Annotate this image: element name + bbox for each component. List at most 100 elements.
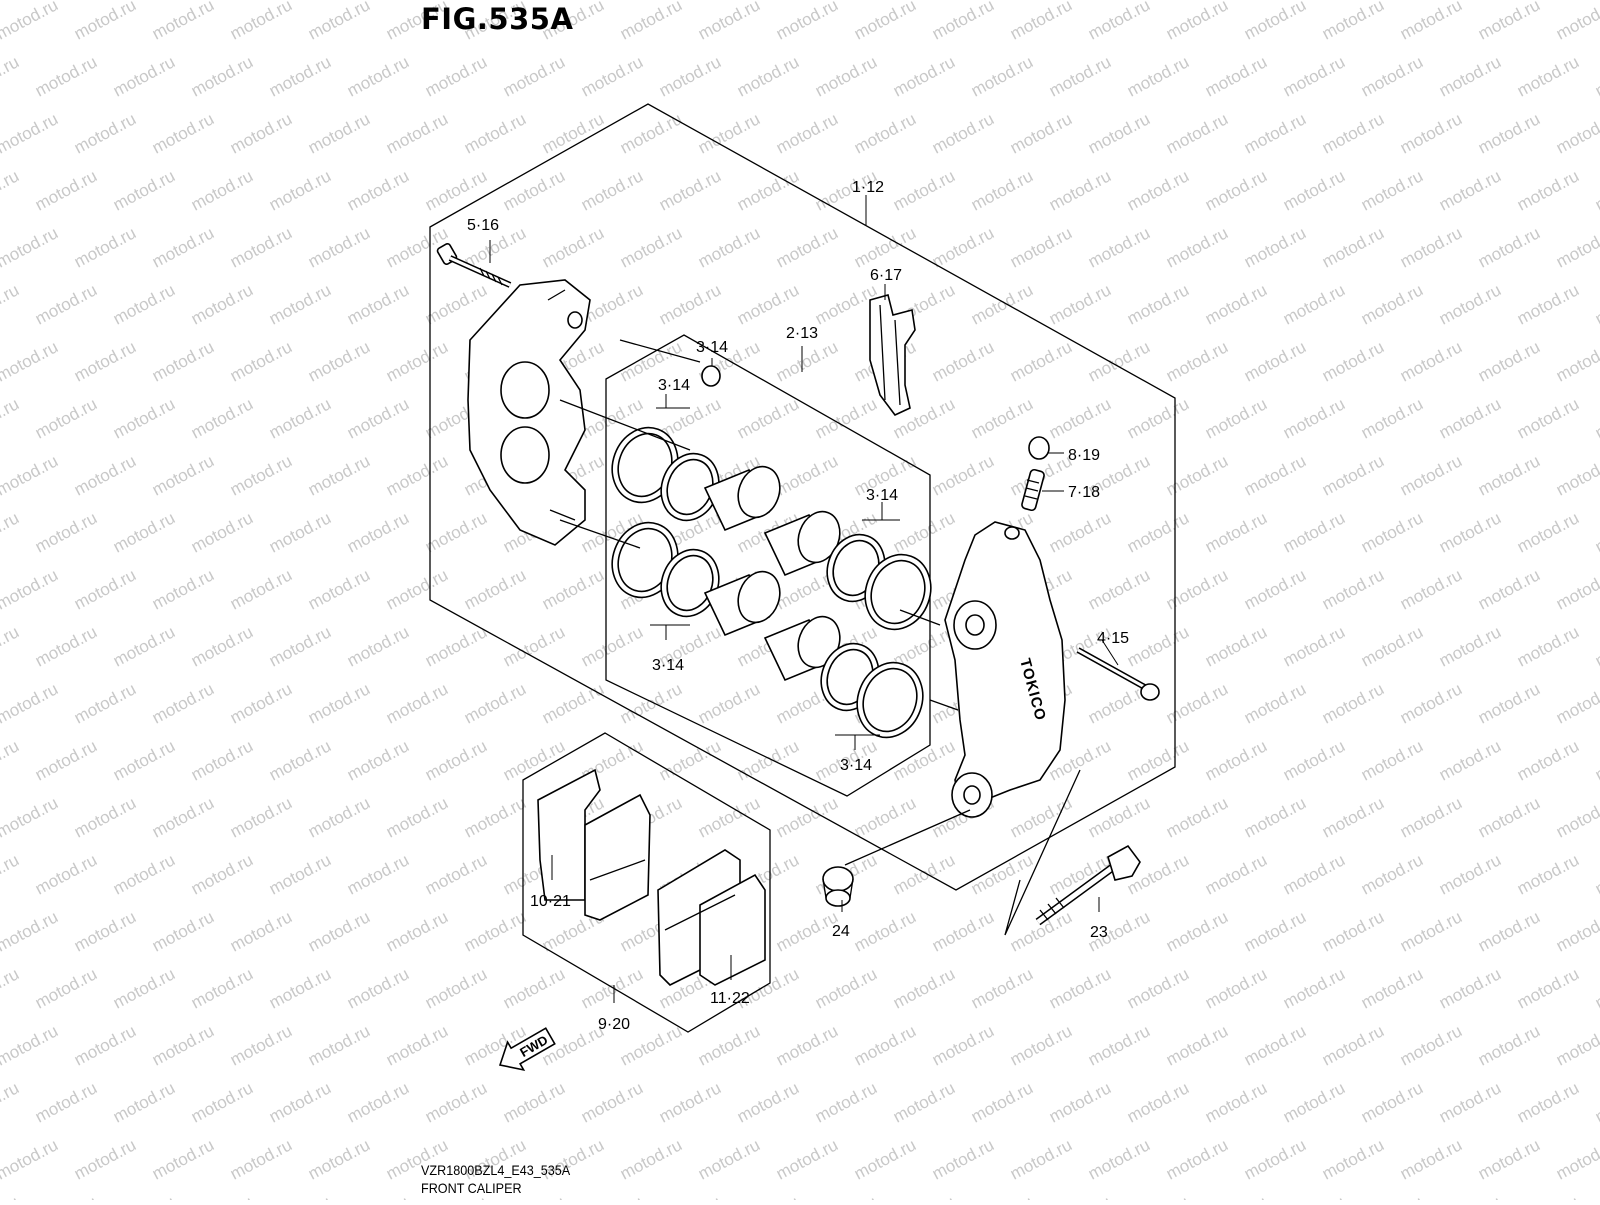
watermark-text: motod.ru	[812, 1192, 880, 1200]
watermark-text: motod.ru	[110, 394, 178, 442]
watermark-text: motod.ru	[266, 394, 334, 442]
watermark-text: motod.ru	[1514, 850, 1582, 898]
watermark-text: motod.ru	[968, 1192, 1036, 1200]
pad-set-outline	[522, 732, 771, 1033]
watermark-text: motod.ru	[1475, 679, 1543, 727]
watermark-text: motod.ru	[1085, 0, 1153, 44]
watermark-text: motod.ru	[344, 1078, 412, 1126]
watermark-text: motod.ru	[1358, 166, 1426, 214]
watermark-text: motod.ru	[1046, 508, 1114, 556]
watermark-text: motod.ru	[773, 1135, 841, 1183]
watermark-text: motod.ru	[266, 736, 334, 784]
watermark-text: motod.ru	[422, 166, 490, 214]
watermark-text: motod.ru	[110, 52, 178, 100]
watermark-text: motod.ru	[1397, 565, 1465, 613]
watermark-text: motod.ru	[1124, 280, 1192, 328]
watermark-text: motod.ru	[1124, 508, 1192, 556]
watermark-text: motod.ru	[1280, 1078, 1348, 1126]
watermark-text: motod.ru	[0, 679, 61, 727]
watermark-text: motod.ru	[1124, 166, 1192, 214]
watermark-text: motod.ru	[227, 109, 295, 157]
watermark-text: motod.ru	[0, 1021, 61, 1069]
watermark-text: motod.ru	[305, 109, 373, 157]
watermark-text: motod.ru	[71, 679, 139, 727]
watermark-text: motod.ru	[890, 508, 958, 556]
watermark-text: motod.ru	[1553, 0, 1600, 44]
watermark-text: motod.ru	[1436, 280, 1504, 328]
watermark-text: motod.ru	[617, 223, 685, 271]
watermark-text: motod.ru	[1241, 109, 1309, 157]
watermark-text: motod.ru	[0, 1192, 22, 1200]
watermark-text: motod.ru	[227, 565, 295, 613]
watermark-text: motod.ru	[71, 1135, 139, 1183]
watermark-text: motod.ru	[461, 109, 529, 157]
piston-seal-b	[864, 553, 932, 631]
watermark-text: motod.ru	[1085, 793, 1153, 841]
watermark-text: motod.ru	[500, 166, 568, 214]
watermark-text: motod.ru	[890, 850, 958, 898]
assembly-outline	[429, 103, 1176, 891]
watermark-text: motod.ru	[32, 736, 100, 784]
watermark-text: motod.ru	[422, 508, 490, 556]
watermark-text: motod.ru	[71, 451, 139, 499]
watermark-text: motod.ru	[0, 0, 61, 44]
watermark-text: motod.ru	[1592, 394, 1600, 442]
watermark-text: motod.ru	[890, 964, 958, 1012]
watermark-text: motod.ru	[1007, 907, 1075, 955]
watermark-text: motod.ru	[1280, 52, 1348, 100]
watermark-text: motod.ru	[773, 907, 841, 955]
watermark-text: motod.ru	[266, 1192, 334, 1200]
watermark-text: motod.ru	[422, 964, 490, 1012]
callout-3-14-upper-left: 3·14	[658, 377, 690, 394]
watermark-text: motod.ru	[500, 1078, 568, 1126]
watermark-text: motod.ru	[1319, 1021, 1387, 1069]
watermark-text: motod.ru	[227, 337, 295, 385]
collar	[822, 866, 854, 907]
watermark-text: motod.ru	[500, 52, 568, 100]
watermark-text: motod.ru	[1358, 850, 1426, 898]
watermark-text: motod.ru	[344, 964, 412, 1012]
watermark-text: motod.ru	[1046, 964, 1114, 1012]
watermark-text: motod.ru	[344, 52, 412, 100]
callout-10-21: 10·21	[530, 893, 571, 910]
watermark-text: motod.ru	[1358, 508, 1426, 556]
watermark-text: motod.ru	[0, 166, 22, 214]
watermark-text: motod.ru	[1436, 166, 1504, 214]
brake-pad-left	[537, 768, 651, 921]
watermark-text: motod.ru	[1280, 622, 1348, 670]
watermark-text: motod.ru	[1202, 850, 1270, 898]
watermark-text: motod.ru	[305, 565, 373, 613]
watermark-text: motod.ru	[539, 223, 607, 271]
watermark-text: motod.ru	[0, 337, 61, 385]
watermark-text: motod.ru	[851, 1021, 919, 1069]
watermark-text: motod.ru	[188, 166, 256, 214]
watermark-text: motod.ru	[266, 280, 334, 328]
pistons-and-seals	[611, 426, 932, 739]
watermark-text: motod.ru	[1436, 850, 1504, 898]
watermark-text: motod.ru	[1241, 793, 1309, 841]
watermark-text: motod.ru	[149, 451, 217, 499]
watermark-text: motod.ru	[1436, 394, 1504, 442]
caliper-right-half: TOKICO	[944, 521, 1066, 818]
watermark-text: motod.ru	[1163, 337, 1231, 385]
watermark-text: motod.ru	[1319, 109, 1387, 157]
callout-7-18: 7·18	[1068, 484, 1100, 501]
callout-2-13: 2·13	[786, 325, 818, 342]
watermark-text: motod.ru	[1241, 907, 1309, 955]
watermark-text: motod.ru	[0, 850, 22, 898]
watermark-text: motod.ru	[1124, 1192, 1192, 1200]
watermark-text: motod.ru	[656, 166, 724, 214]
watermark-text: motod.ru	[149, 679, 217, 727]
watermark-text: motod.ru	[1553, 109, 1600, 157]
watermark-text: motod.ru	[1202, 166, 1270, 214]
watermark-text: motod.ru	[188, 280, 256, 328]
watermark-text: motod.ru	[1592, 52, 1600, 100]
watermark-text: motod.ru	[929, 451, 997, 499]
watermark-text: motod.ru	[344, 1192, 412, 1200]
small-seal	[701, 365, 721, 387]
watermark-text: motod.ru	[1163, 451, 1231, 499]
watermark-text: motod.ru	[1202, 622, 1270, 670]
watermark-text: motod.ru	[461, 679, 529, 727]
watermark-text: motod.ru	[110, 508, 178, 556]
watermark-text: motod.ru	[1280, 166, 1348, 214]
